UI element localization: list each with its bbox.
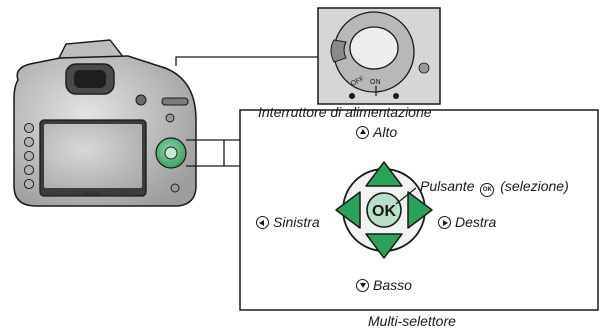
left-button-column: [23, 122, 35, 190]
down-label: Basso: [356, 277, 412, 293]
down-arrow-icon: [356, 279, 369, 292]
ok-label-leader-line: [395, 187, 417, 205]
inset-dot-right: [393, 93, 399, 99]
up-arrow-icon: [356, 126, 369, 139]
ok-button-enlarged: [366, 192, 402, 228]
left-label-text: Sinistra: [273, 214, 320, 230]
camera-brand-text: Nikon: [84, 192, 100, 198]
multi-selector-caption: Multi-selettore: [368, 313, 456, 329]
left-label: Sinistra: [256, 214, 320, 230]
ok-button-icon: OK: [480, 183, 495, 197]
right-label-text: Destra: [455, 214, 497, 230]
arrow-up: [365, 161, 403, 187]
up-label-text: Alto: [373, 124, 398, 140]
right-arrow-icon: [438, 216, 451, 229]
ok-button-text: OK: [372, 203, 396, 220]
inset-dot-left: [349, 93, 355, 99]
viewfinder-window: [74, 70, 106, 88]
ok-label: Pulsante OK (selezione): [420, 178, 569, 197]
arrow-left: [335, 191, 361, 229]
inset-detail-button: [418, 62, 430, 74]
camera-ok-button: [164, 146, 178, 160]
multi-selector-frame: [239, 109, 599, 311]
multi-selector-enlarged: OK: [335, 161, 433, 259]
command-dial: [161, 97, 189, 106]
lcd-screen: [44, 124, 142, 188]
ok-label-suffix: (selezione): [500, 178, 569, 194]
delete-button: [170, 183, 180, 193]
up-label: Alto: [356, 124, 397, 140]
arrow-right: [407, 191, 433, 229]
power-on-text: ON: [370, 79, 381, 86]
af-lock-button: [165, 113, 175, 123]
power-switch-lever: [330, 39, 347, 63]
power-switch-caption: Interruttore di alimentazione: [258, 104, 432, 120]
power-switch-inset: OFF ON: [317, 7, 441, 105]
ok-label-text: Pulsante: [420, 178, 475, 194]
power-switch-leader-line: [175, 56, 318, 66]
arrow-down: [365, 233, 403, 259]
down-label-text: Basso: [373, 277, 412, 293]
left-arrow-icon: [256, 216, 269, 229]
right-label: Destra: [438, 214, 496, 230]
shutter-release-button: [349, 26, 399, 70]
camera-back-illustration: Nikon: [13, 39, 197, 207]
info-button: [135, 94, 147, 106]
